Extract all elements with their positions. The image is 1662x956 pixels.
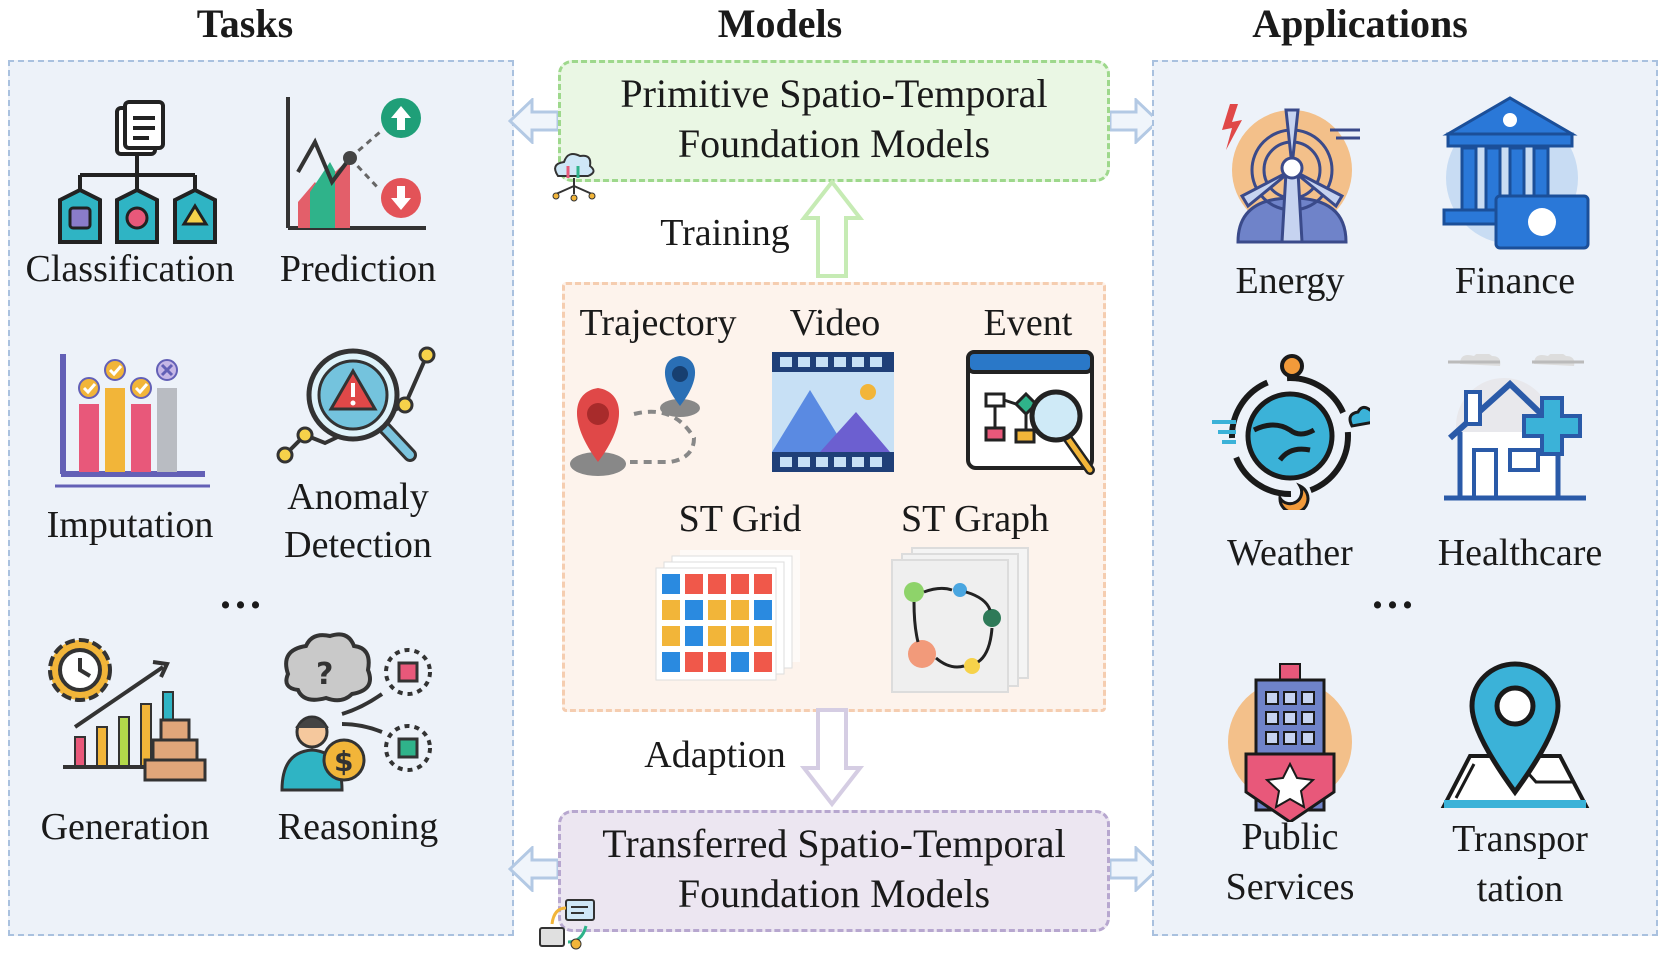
public-services-label-line1: Public (1241, 816, 1339, 858)
arrow-to-tasks-bottom (508, 846, 560, 892)
svg-text:?: ? (316, 657, 333, 692)
grid-cell (662, 652, 680, 672)
grid-cell (708, 652, 726, 672)
finance-label: Finance (1454, 260, 1576, 302)
anomaly-detection-icon (276, 346, 436, 464)
transfer-learning-icon (539, 899, 595, 950)
grid-cell (685, 626, 703, 646)
energy-label: Energy (1235, 260, 1345, 302)
grid-cell (754, 600, 772, 620)
anomaly-label-line1: Anomaly (287, 476, 429, 518)
trajectory-icon (570, 356, 700, 476)
models-header: Models (717, 1, 843, 46)
training-arrow (800, 178, 864, 278)
weather-label: Weather (1227, 532, 1353, 574)
st-grid-label: ST Grid (678, 498, 802, 540)
cloud-network-icon (552, 153, 596, 202)
transferred-line1: Transferred Spatio-Temporal (602, 821, 1066, 866)
video-icon (772, 352, 894, 472)
tasks-ellipsis: ... (220, 569, 265, 618)
arrow-to-tasks-top (508, 98, 560, 144)
reasoning-label: Reasoning (277, 806, 439, 848)
adaption-arrow (800, 708, 864, 808)
prediction-icon (286, 97, 426, 230)
primitive-foundation-models-box: Primitive Spatio-Temporal Foundation Mod… (558, 60, 1110, 182)
arrow-to-applications-bottom (1108, 846, 1160, 892)
grid-cell (731, 652, 749, 672)
classification-label: Classification (25, 248, 235, 290)
healthcare-icon (1444, 354, 1586, 501)
imputation-label: Imputation (46, 504, 214, 546)
generation-label: Generation (40, 806, 210, 848)
trajectory-label: Trajectory (579, 302, 737, 344)
grid-cell (708, 626, 726, 646)
transferred-line2: Foundation Models (677, 871, 991, 916)
event-label: Event (983, 302, 1073, 344)
grid-cell (754, 652, 772, 672)
finance-icon (1442, 96, 1590, 250)
training-label: Training (660, 212, 790, 254)
grid-cell (685, 574, 703, 594)
svg-text:$: $ (334, 745, 353, 778)
transportation-icon (1440, 661, 1590, 808)
primitive-line1: Primitive Spatio-Temporal (620, 71, 1048, 116)
grid-cell (662, 600, 680, 620)
grid-cell (708, 574, 726, 594)
reasoning-icon: ? $ (280, 632, 432, 792)
grid-cell (731, 600, 749, 620)
anomaly-label-line2: Detection (284, 524, 432, 566)
video-label: Video (789, 302, 881, 344)
transportation-label-line1: Transpor (1452, 818, 1588, 860)
energy-icon (1222, 104, 1360, 244)
transferred-foundation-models-box: Transferred Spatio-Temporal Foundation M… (558, 810, 1110, 932)
grid-cell (754, 626, 772, 646)
imputation-icon (55, 354, 210, 488)
prediction-label: Prediction (279, 248, 437, 290)
weather-icon (1212, 354, 1370, 510)
tasks-header: Tasks (196, 1, 294, 46)
arrow-to-applications-top (1108, 98, 1160, 144)
st-graph-icon (891, 547, 1029, 693)
generation-icon (48, 638, 207, 782)
applications-ellipsis: ... (1372, 569, 1417, 618)
grid-cell (662, 626, 680, 646)
grid-cell (731, 626, 749, 646)
primitive-line2: Foundation Models (677, 121, 991, 166)
grid-cell (685, 600, 703, 620)
public-services-icon (1228, 663, 1352, 822)
adaption-label: Adaption (644, 734, 786, 776)
public-services-label-line2: Services (1225, 866, 1355, 908)
classification-icon (58, 100, 217, 244)
grid-cell (731, 574, 749, 594)
applications-header: Applications (1252, 1, 1468, 46)
grid-cell (685, 652, 703, 672)
grid-cell (708, 600, 726, 620)
st-graph-label: ST Graph (900, 498, 1050, 540)
event-icon (966, 350, 1095, 475)
grid-cell (662, 574, 680, 594)
transportation-label-line2: tation (1476, 868, 1564, 910)
st-grid-icon (655, 550, 800, 681)
healthcare-label: Healthcare (1437, 532, 1603, 574)
grid-cell (754, 574, 772, 594)
